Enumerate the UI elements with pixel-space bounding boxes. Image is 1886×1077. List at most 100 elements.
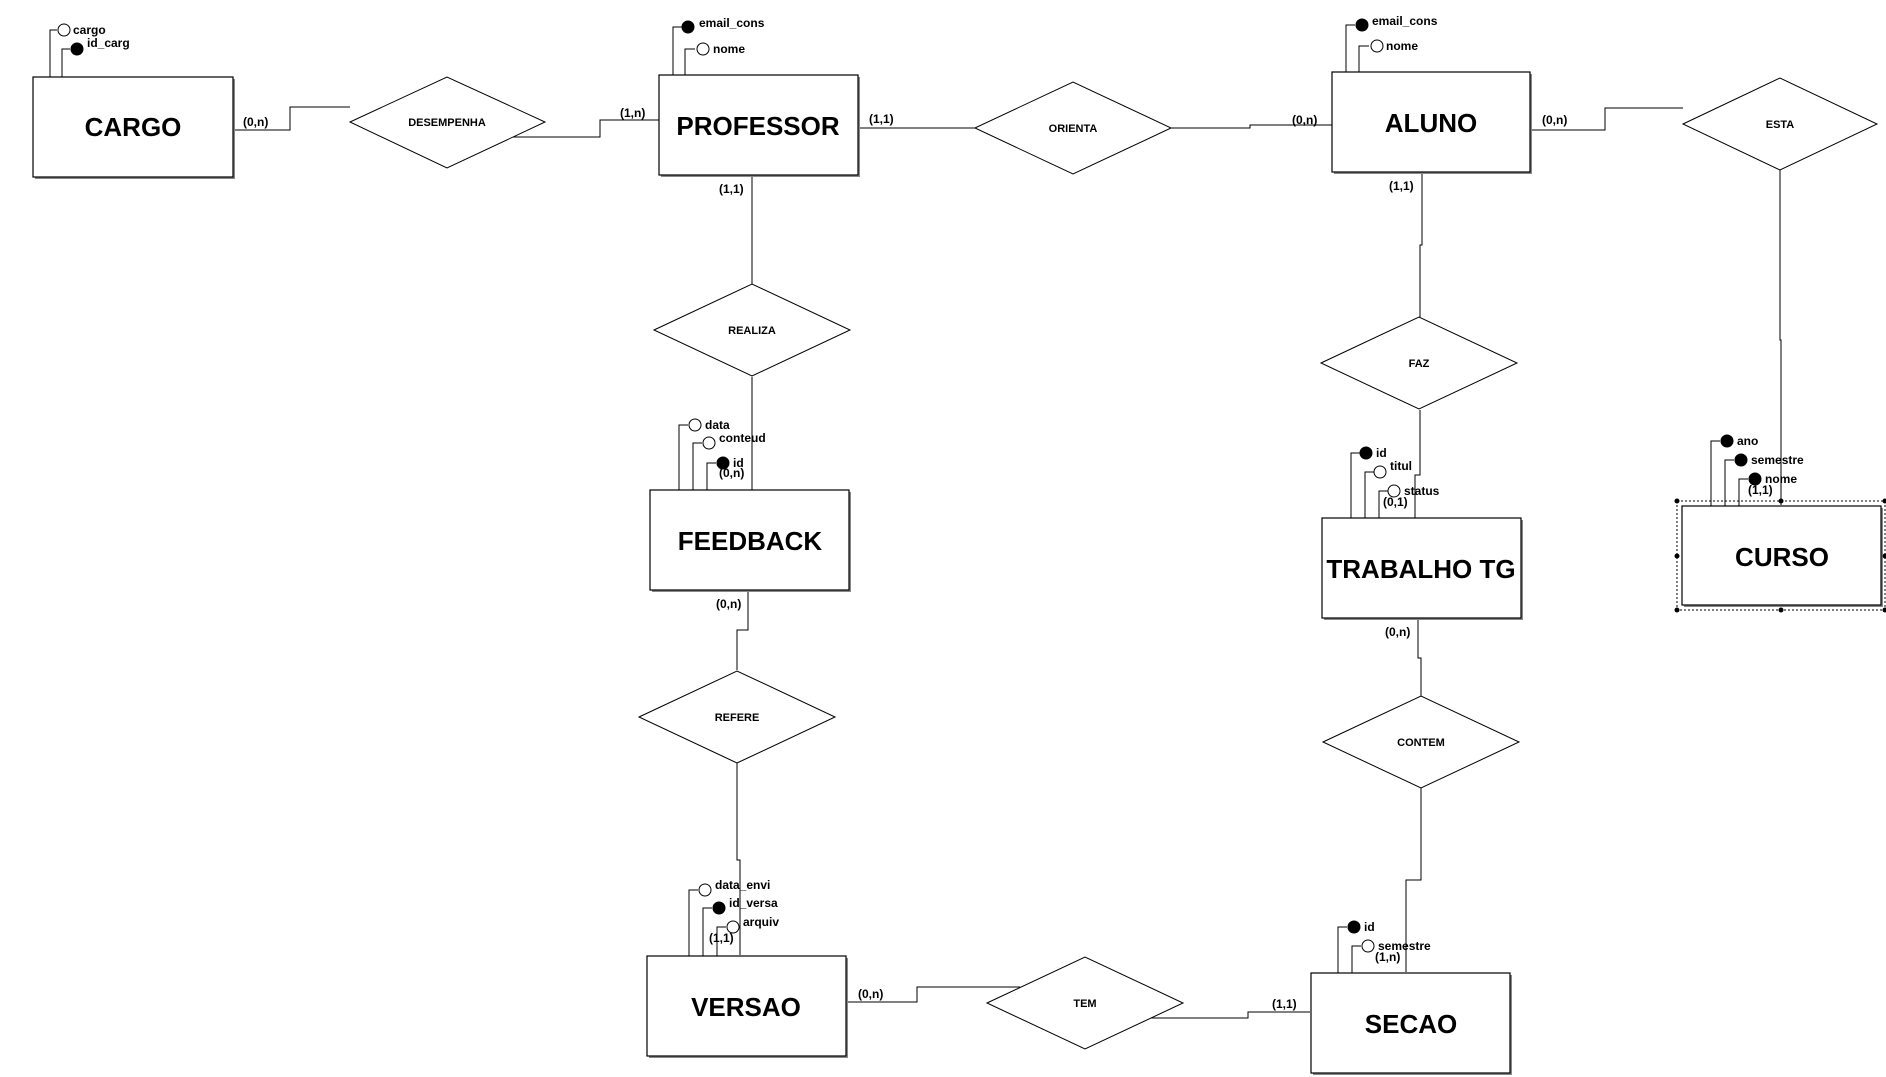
attribute-label: cargo: [73, 23, 106, 37]
attribute-circle-icon[interactable]: [688, 418, 702, 432]
attribute-label: nome: [713, 42, 745, 56]
attribute-label: titul: [1390, 459, 1412, 473]
attribute-circle-icon[interactable]: [696, 42, 710, 56]
attribute-label: id: [1364, 920, 1375, 934]
attribute-label: id: [733, 456, 744, 470]
line-desempenha-professor: [510, 119, 660, 138]
entity-label: CARGO: [85, 112, 182, 142]
entity-secao[interactable]: SECAO: [1310, 972, 1512, 1075]
cardinality-label: (0,n): [1542, 113, 1567, 127]
line-feedback-refere: [736, 592, 749, 670]
entity-aluno[interactable]: ALUNO: [1331, 71, 1532, 174]
cardinality-label: (1,1): [709, 931, 734, 945]
line-refere-versao: [736, 763, 741, 955]
cardinality-label: (1,1): [719, 182, 744, 196]
relationship-label: FAZ: [1409, 358, 1430, 370]
entity-label: FEEDBACK: [678, 526, 823, 556]
attribute-circle-icon[interactable]: [726, 920, 740, 934]
relationship-contem[interactable]: CONTEM: [1321, 695, 1521, 789]
entity-versao[interactable]: VERSAO: [646, 955, 848, 1058]
relationship-orienta[interactable]: ORIENTA: [973, 81, 1173, 175]
attribute-label: arquiv: [743, 915, 779, 929]
cardinality-label: (0,1): [1383, 495, 1408, 509]
cardinality-label: (0,n): [1292, 113, 1317, 127]
key-attribute-icon[interactable]: [70, 42, 84, 56]
key-attribute-icon[interactable]: [1734, 453, 1748, 467]
line-cargo-desempenha: [235, 106, 350, 131]
relationship-faz[interactable]: FAZ: [1319, 316, 1519, 410]
entity-label: ALUNO: [1385, 108, 1477, 138]
entity-trabalho[interactable]: TRABALHO TG: [1321, 517, 1523, 620]
attribute-labels: cargo id_carg email_cons nome email_cons…: [73, 14, 1804, 953]
cardinality-label: (1,1): [1272, 997, 1297, 1011]
cardinality-label: (1,1): [1748, 483, 1773, 497]
line-aluno-faz: [1419, 172, 1423, 318]
key-attribute-icon[interactable]: [1355, 18, 1369, 32]
relationship-label: ORIENTA: [1049, 123, 1098, 135]
entity-label: PROFESSOR: [676, 111, 839, 141]
attribute-label: email_cons: [699, 16, 765, 30]
attribute-circle-icon[interactable]: [1370, 39, 1384, 53]
entity-feedback[interactable]: FEEDBACK: [649, 489, 851, 592]
cardinality-label: (1,1): [869, 112, 894, 126]
attribute-label: ano: [1737, 434, 1758, 448]
line-tem-secao: [1150, 1011, 1310, 1019]
attribute-label: conteud: [719, 431, 766, 445]
entity-label: VERSAO: [691, 992, 801, 1022]
key-attribute-icon[interactable]: [681, 20, 695, 34]
line-versao-tem: [847, 986, 1020, 1003]
key-attribute-icon[interactable]: [1359, 446, 1373, 460]
entity-label: CURSO: [1735, 542, 1829, 572]
cardinality-label: (0,n): [1385, 625, 1410, 639]
attribute-label: data: [705, 418, 730, 432]
relationship-esta[interactable]: ESTA: [1681, 77, 1879, 171]
connections: [235, 106, 1782, 1019]
attribute-label: data_envi: [715, 878, 770, 892]
entity-label: TRABALHO TG: [1326, 554, 1515, 584]
selection-handles[interactable]: [1674, 498, 1886, 613]
relationship-desempenha[interactable]: DESEMPENHA: [348, 76, 547, 169]
attribute-label: status: [1404, 484, 1440, 498]
line-esta-curso: [1779, 170, 1782, 505]
attribute-label: id_versa: [729, 896, 778, 910]
attribute-label: email_cons: [1372, 14, 1438, 28]
attribute-circle-icon[interactable]: [702, 436, 716, 450]
relationship-label: REFERE: [715, 712, 760, 724]
attribute-circle-icon[interactable]: [698, 883, 712, 897]
entity-professor[interactable]: PROFESSOR: [658, 74, 860, 177]
relationship-tem[interactable]: TEM: [985, 956, 1185, 1050]
cardinality-label: (0,n): [716, 597, 741, 611]
cardinality-label: (1,1): [1389, 179, 1414, 193]
key-attribute-icon[interactable]: [1748, 472, 1762, 486]
attribute-circle-icon[interactable]: [1373, 465, 1387, 479]
line-aluno-esta: [1530, 107, 1683, 131]
key-attribute-icon[interactable]: [1720, 434, 1734, 448]
relationship-refere[interactable]: REFERE: [637, 670, 837, 764]
cardinality-label: (0,n): [858, 987, 883, 1001]
entity-curso[interactable]: CURSO: [1674, 498, 1886, 613]
attribute-label: id: [1376, 446, 1387, 460]
attribute-label: semestre: [1751, 453, 1804, 467]
entity-cargo[interactable]: CARGO: [32, 76, 235, 179]
cardinality-label: (1,n): [620, 106, 645, 120]
relationship-label: DESEMPENHA: [408, 117, 486, 129]
relationship-label: REALIZA: [728, 325, 776, 337]
line-faz-trabalho: [1414, 410, 1421, 518]
entity-label: SECAO: [1365, 1009, 1457, 1039]
cardinality-labels: (0,n) (1,n) (1,1) (0,n) (0,n) (1,1) (1,1…: [243, 106, 1773, 1011]
line-trabalho-contem: [1417, 620, 1422, 697]
attribute-circle-icon[interactable]: [57, 23, 71, 37]
attribute-circle-icon[interactable]: [1361, 939, 1375, 953]
key-attribute-icon[interactable]: [716, 456, 730, 470]
key-attribute-icon[interactable]: [1347, 920, 1361, 934]
relationship-realiza[interactable]: REALIZA: [652, 283, 852, 377]
key-attribute-icon[interactable]: [712, 901, 726, 915]
relationship-label: ESTA: [1766, 119, 1795, 131]
cardinality-label: (1,n): [1375, 950, 1400, 964]
attribute-circle-icon[interactable]: [1387, 484, 1401, 498]
relationship-label: CONTEM: [1397, 737, 1445, 749]
cardinality-label: (0,n): [719, 466, 744, 480]
attributes: [49, 18, 1762, 973]
relationship-label: TEM: [1073, 998, 1096, 1010]
